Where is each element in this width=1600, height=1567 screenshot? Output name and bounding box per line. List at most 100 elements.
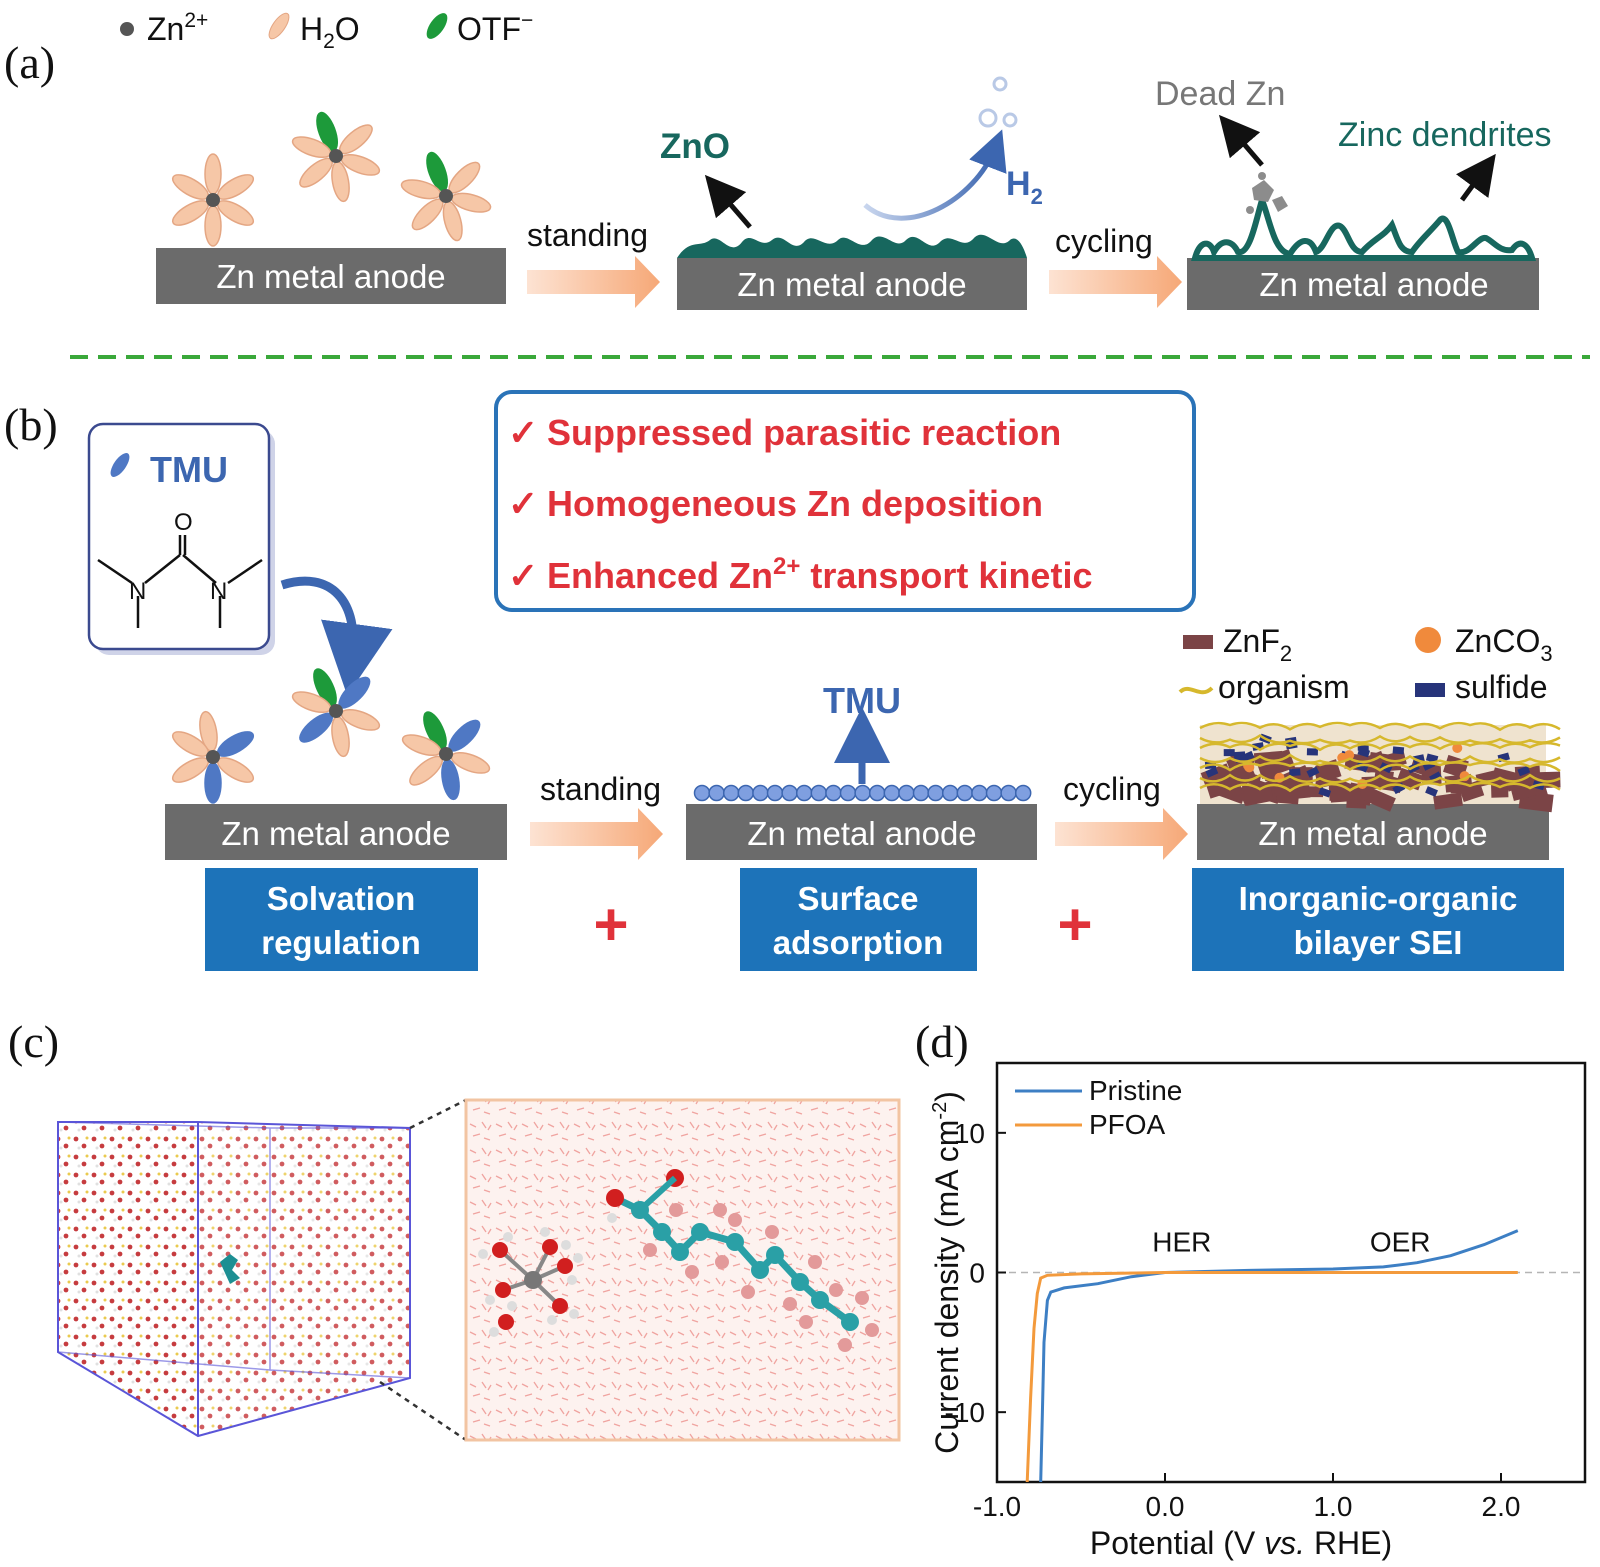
zno-arrow — [704, 174, 752, 229]
sulfide-particle — [1223, 749, 1235, 757]
box-3-line-2: bilayer SEI — [1294, 924, 1463, 961]
h2-evolution-arrow — [863, 129, 1007, 221]
svg-text:H2O: H2O — [300, 11, 360, 53]
tmu-bead — [693, 784, 711, 802]
species-legend: Zn2+ H2O OTF− — [120, 9, 533, 53]
legend-zn-ion: Zn — [147, 11, 184, 47]
zinc-dendrite-layer — [1191, 190, 1536, 261]
tmu-bead — [825, 784, 842, 802]
tmu-bead — [912, 784, 930, 802]
zn-anode-b1 — [165, 804, 507, 860]
box-1-line-1: Solvation — [267, 880, 416, 917]
zoom-line-bottom — [379, 1380, 467, 1442]
box-3-line-1: Inorganic-organic — [1239, 880, 1518, 917]
x-tick-label: -1.0 — [973, 1491, 1021, 1522]
tmu-bead — [898, 784, 915, 802]
cluster-a1 — [171, 153, 255, 247]
svg-text:H2: H2 — [1006, 165, 1043, 209]
water-legend-icon — [268, 12, 290, 40]
dead-zn-particles — [1246, 172, 1288, 214]
znf2-particle — [1362, 786, 1396, 812]
benefit-1-check: ✓ — [508, 412, 538, 453]
svg-text:Zn2+: Zn2+ — [147, 9, 208, 47]
zn-anode-a2-label: Zn metal anode — [737, 266, 966, 303]
svg-text:OTF−: OTF− — [457, 9, 533, 47]
cluster-b3 — [401, 711, 491, 801]
zinc-dendrites-label: Zinc dendrites — [1338, 116, 1552, 154]
x-axis-title: Potential (V vs. RHE) — [1090, 1525, 1392, 1561]
zn-anode-a3-label: Zn metal anode — [1259, 266, 1488, 303]
zn-ion-legend-icon — [120, 22, 134, 36]
tmu-bead — [941, 784, 959, 802]
benefits-box — [494, 390, 1196, 612]
tmu-bead — [810, 784, 828, 802]
legend-water: H — [300, 11, 323, 47]
zn-anode-a1-label: Zn metal anode — [216, 258, 445, 295]
sei-legend: ZnF2 ZnCO3 organism sulfide — [1178, 623, 1553, 705]
zoom-line-top — [409, 1098, 467, 1130]
benefit-3-check: ✓ — [508, 555, 538, 596]
tmu-bead — [956, 784, 974, 802]
tmu-bead — [927, 784, 944, 802]
x-tick-label: 0.0 — [1146, 1491, 1185, 1522]
tmu-bead — [971, 784, 988, 802]
cycling-label-a: cycling — [1055, 223, 1153, 259]
dead-zn-label: Dead Zn — [1155, 75, 1285, 113]
x-tick-label: 1.0 — [1314, 1491, 1353, 1522]
zn-anode-b2-label: Zn metal anode — [747, 815, 976, 852]
zn-anode-a3 — [1187, 258, 1539, 310]
organic-strand — [1199, 773, 1561, 784]
sulfide-particle — [1205, 766, 1219, 778]
standing-arrow-b — [530, 808, 663, 860]
tmu-bead — [752, 784, 769, 802]
legend-sulfide: sulfide — [1455, 669, 1548, 705]
znco3-legend-icon — [1415, 627, 1441, 653]
tmu-bead — [795, 784, 813, 802]
standing-arrow-a — [527, 256, 660, 308]
zn-anode-b3-label: Zn metal anode — [1258, 815, 1487, 852]
cycling-label-b: cycling — [1063, 771, 1161, 807]
tmu-bead — [708, 784, 725, 802]
sulfide-particle — [1289, 768, 1301, 777]
surface-adsorption-box — [740, 868, 977, 971]
adsorbed-tmu-layer — [693, 784, 1032, 802]
legend-otf: OTF — [457, 11, 521, 47]
tmu-bead — [839, 784, 857, 802]
benefit-2-check: ✓ — [508, 483, 538, 524]
plus-sign-1: + — [593, 891, 628, 958]
dendrite-arrow — [1456, 153, 1496, 202]
panel-b-label: (b) — [4, 399, 58, 450]
znf2-particle — [1369, 751, 1395, 767]
tmu-addition-arrow — [280, 576, 393, 696]
tmu-legend-icon — [110, 453, 130, 477]
organic-strand — [1199, 753, 1561, 765]
y-tick-label: 0 — [969, 1258, 985, 1289]
tmu-bead — [883, 784, 901, 802]
tmu-bead — [868, 784, 886, 802]
cluster-a2 — [291, 111, 381, 203]
panel-c-label: (c) — [8, 1016, 59, 1067]
cluster-b1 — [171, 710, 255, 804]
tmu-title: TMU — [150, 449, 228, 490]
cluster-a3 — [400, 151, 492, 242]
annotation-her: HER — [1152, 1227, 1211, 1258]
legend-organism: organism — [1218, 669, 1350, 705]
tmu-bead — [722, 784, 740, 802]
benefit-1-text: Suppressed parasitic reaction — [547, 412, 1061, 453]
panel-d-label: (d) — [915, 1016, 969, 1067]
organic-strand — [1199, 741, 1561, 752]
sulfide-particle — [1318, 787, 1332, 798]
organism-legend-icon — [1178, 686, 1214, 695]
sulfide-particle — [1392, 746, 1405, 755]
series-line-pfoa — [1025, 1271, 1518, 1483]
zn-anode-b3 — [1197, 804, 1549, 860]
svg-text:Enhanced Zn2+ transport kineti: Enhanced Zn2+ transport kinetic — [547, 553, 1092, 596]
zno-layer — [677, 234, 1027, 258]
tmu-bead — [766, 784, 784, 802]
sulfide-legend-icon — [1415, 683, 1445, 697]
organic-strand — [1199, 721, 1561, 732]
y-axis-title: Current density (mA cm-2) — [929, 1091, 965, 1454]
znf2-legend-icon — [1183, 635, 1213, 649]
